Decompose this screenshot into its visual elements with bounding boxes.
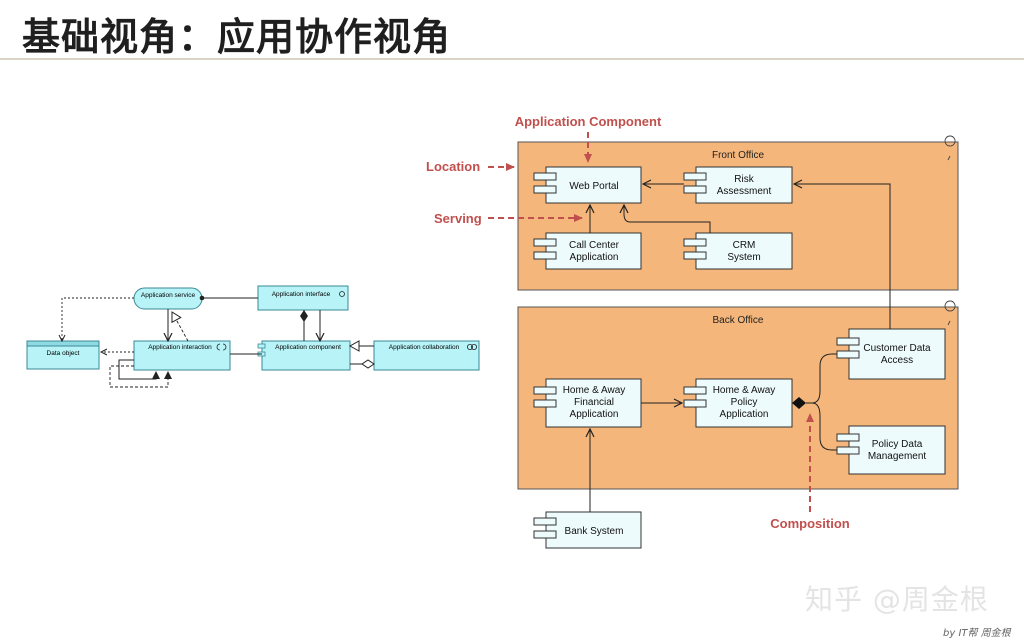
financial-label-1: Home & Away (563, 385, 626, 396)
policy-composes-customerdata (806, 353, 837, 404)
crm-system-label-2: System (727, 252, 760, 263)
customer-data-label-2: Access (881, 355, 913, 366)
interaction-flow-loop (109, 365, 172, 388)
data-object-node[interactable]: Data object (26, 340, 100, 370)
web-portal-component[interactable]: Web Portal (533, 166, 642, 204)
application-interaction-node[interactable]: Application interaction (133, 340, 231, 371)
policy-composes-policydata (806, 402, 837, 451)
application-interaction-label: Application interaction (148, 344, 212, 351)
application-collaboration-label: Application collaboration (389, 344, 460, 351)
application-component-label: Application component (275, 344, 341, 351)
crm-system-label-1: CRM (733, 240, 756, 251)
policy-app-label-3: Application (720, 409, 769, 420)
risk-assessment-label-1: Risk (734, 174, 754, 185)
annotation-application-component: Application Component (515, 114, 662, 129)
policy-data-management-component[interactable]: Policy Data Management (836, 425, 946, 475)
web-portal-label: Web Portal (569, 181, 618, 192)
application-component-node[interactable]: Application component (257, 340, 351, 371)
metamodel-diagram: Application service Application interfac… (26, 285, 480, 388)
policy-app-label-1: Home & Away (713, 385, 776, 396)
risk-assessment-label-2: Assessment (717, 186, 772, 197)
composition-diamond (792, 397, 806, 409)
annotations: Application Component Location Serving C… (426, 114, 850, 531)
annotation-composition: Composition (770, 516, 849, 531)
application-interface-label: Application interface (272, 291, 331, 298)
location-icon (944, 300, 956, 326)
application-service-label: Application service (141, 292, 196, 299)
data-object-label: Data object (47, 350, 80, 357)
home-away-financial-component[interactable]: Home & Away Financial Application (533, 378, 642, 428)
page-title: 基础视角：应用协作视角 (22, 15, 452, 59)
financial-label-3: Application (570, 409, 619, 420)
customer-data-label-1: Customer Data (863, 343, 931, 354)
application-collaboration-node[interactable]: Application collaboration (373, 340, 480, 371)
customerdata-serves-risk (794, 184, 891, 329)
call-center-label-2: Application (570, 252, 619, 263)
back-office-label: Back Office (713, 315, 764, 326)
interface-icon (339, 291, 345, 297)
credit: by IT帮 周金根 (943, 628, 1011, 639)
bank-system-component[interactable]: Bank System (533, 511, 642, 549)
policy-data-label-1: Policy Data (872, 439, 923, 450)
service-to-data-access (62, 297, 134, 341)
policy-app-label-2: Policy (731, 397, 758, 408)
interaction-icon (216, 343, 227, 351)
application-interface-node[interactable]: Application interface (257, 285, 349, 311)
interaction-self-loop (118, 359, 160, 380)
call-center-label-1: Call Center (569, 240, 620, 251)
collaboration-icon (466, 343, 473, 350)
crm-serves-portal (624, 205, 711, 233)
crm-system-component[interactable]: CRM System (683, 232, 793, 270)
bank-system-label: Bank System (565, 526, 624, 537)
call-center-component[interactable]: Call Center Application (533, 232, 642, 270)
application-cooperation-diagram: Front Office Back Office Web Portal Risk… (517, 135, 959, 549)
watermark: 知乎 @周金根 (805, 583, 989, 616)
customer-data-access-component[interactable]: Customer Data Access (836, 328, 946, 380)
annotation-location: Location (426, 159, 480, 174)
financial-label-2: Financial (574, 397, 614, 408)
home-away-policy-component[interactable]: Home & Away Policy Application (683, 378, 793, 428)
interaction-realizes-service (171, 311, 189, 342)
application-service-node[interactable]: Application service (133, 287, 203, 310)
risk-assessment-component[interactable]: Risk Assessment (683, 166, 793, 204)
title-divider (0, 58, 1024, 60)
policy-data-label-2: Management (868, 451, 927, 462)
location-icon (944, 135, 956, 161)
front-office-label: Front Office (712, 150, 764, 161)
annotation-serving: Serving (434, 211, 482, 226)
